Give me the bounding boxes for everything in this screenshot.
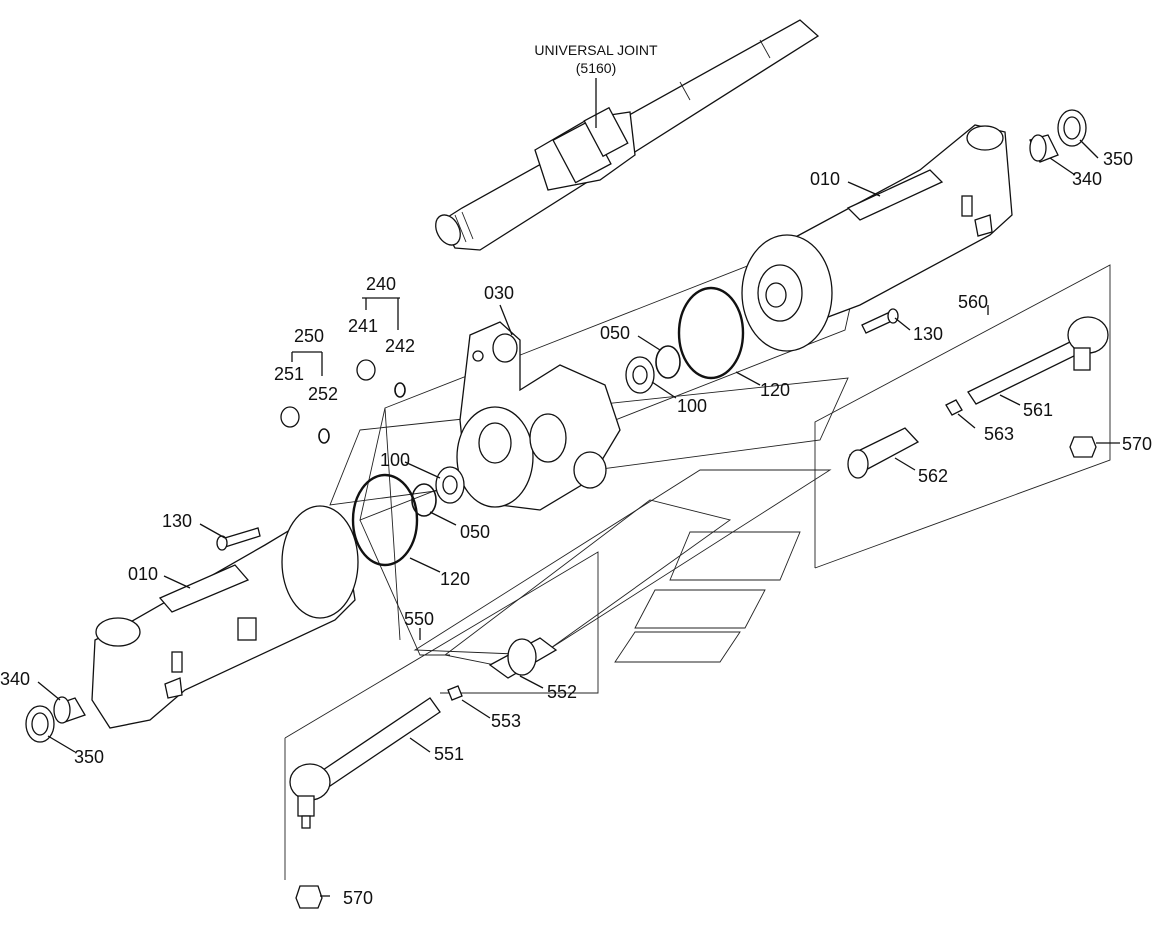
label-570-bottom: 570 [343,888,373,908]
bearing-100-bottom [435,466,465,504]
leader-lines [37,78,1120,897]
bushing-340-bottom [53,696,86,724]
universal-joint-title: UNIVERSAL JOINT [534,42,658,58]
seal-350-bottom [25,705,55,743]
label-010-bottom: 010 [128,564,158,584]
bolt-130-left [216,527,261,551]
o-ring-120-top [677,286,745,380]
label-340-bottom: 340 [0,669,30,689]
axle-housing-right [741,124,1013,352]
label-240: 240 [366,274,396,294]
label-350-top: 350 [1103,149,1133,169]
bolt-130-right [861,308,899,334]
universal-joint-shaft [435,19,820,251]
label-010-top: 010 [810,169,840,189]
seal-350-top [1057,109,1087,147]
label-552: 552 [547,682,577,702]
label-242: 242 [385,336,415,356]
label-562: 562 [918,466,948,486]
label-340-top: 340 [1072,169,1102,189]
label-553: 553 [491,711,521,731]
tie-rod-assembly-560 [814,264,1111,569]
part-labels: UNIVERSAL JOINT (5160) 010 350 340 030 0… [0,42,1152,908]
label-120-top: 120 [760,380,790,400]
bushing-340-top [1029,134,1059,163]
plug-251 [280,406,300,428]
label-100-bottom: 100 [380,450,410,470]
o-ring-242 [394,382,406,398]
label-030: 030 [484,283,514,303]
o-ring-050-bottom [411,483,437,517]
label-350-bottom: 350 [74,747,104,767]
label-120-bottom: 120 [440,569,470,589]
label-570-right: 570 [1122,434,1152,454]
label-130-right: 130 [913,324,943,344]
tie-rod-assembly-550 [284,551,599,909]
label-050-bottom: 050 [460,522,490,542]
label-250: 250 [294,326,324,346]
o-ring-120-bottom [351,473,419,567]
axle-housing-left [91,505,359,729]
label-560: 560 [958,292,988,312]
universal-joint-code: (5160) [576,60,616,76]
o-ring-050-top [655,345,681,379]
plug-241 [356,359,376,381]
label-252: 252 [308,384,338,404]
label-241: 241 [348,316,378,336]
label-550: 550 [404,609,434,629]
label-561: 561 [1023,400,1053,420]
label-551: 551 [434,744,464,764]
o-ring-252 [318,428,330,444]
label-563: 563 [984,424,1014,444]
label-130-left: 130 [162,511,192,531]
bearing-100-top [625,356,655,394]
label-251: 251 [274,364,304,384]
differential-carrier [456,321,621,511]
label-050-top: 050 [600,323,630,343]
label-100-top: 100 [677,396,707,416]
